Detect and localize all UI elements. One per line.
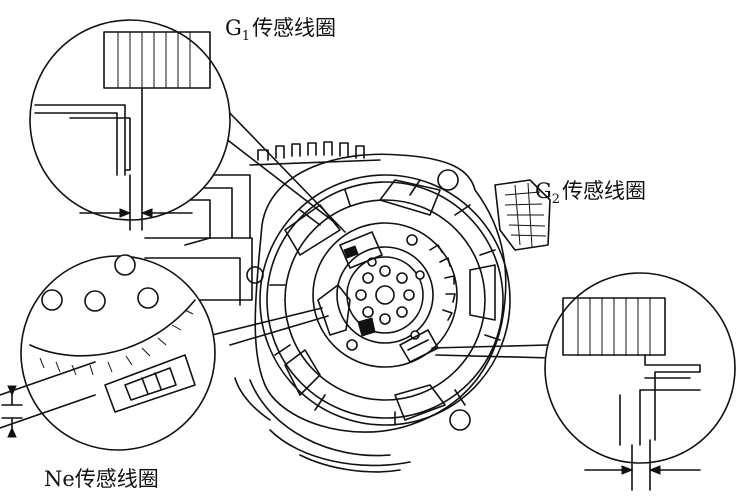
label-g1-coil: G1传感线圈 bbox=[225, 16, 336, 44]
label-g2-coil: G2传感线圈 bbox=[535, 179, 646, 207]
label-ne-coil: Ne传感线圈 bbox=[44, 467, 159, 491]
leader-lines bbox=[184, 107, 553, 359]
rotor-assembly bbox=[312, 222, 458, 368]
ne-detail-circle bbox=[0, 254, 216, 451]
g1-detail-circle bbox=[29, 19, 231, 231]
distributor-housing bbox=[144, 141, 551, 473]
g2-detail-circle bbox=[544, 272, 736, 491]
